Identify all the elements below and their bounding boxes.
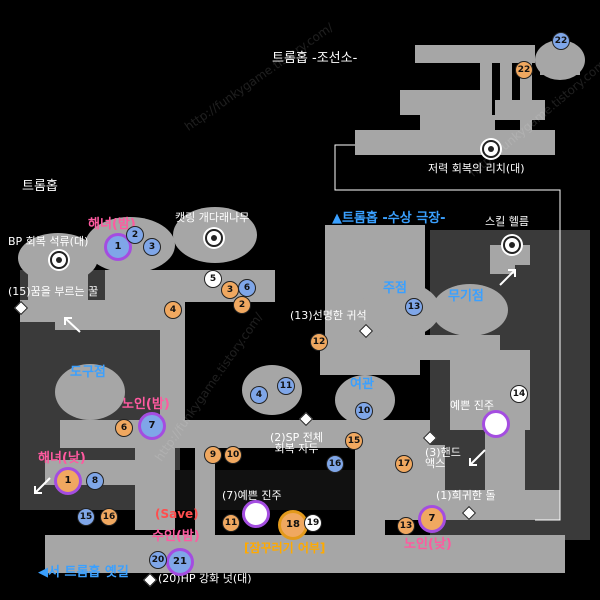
marker-20[interactable]: 20	[149, 551, 167, 569]
shop-label-tavern: 주점	[383, 281, 407, 296]
shipyard-area	[355, 40, 585, 155]
area-title-main: 트롬홉	[22, 179, 58, 194]
marker-16-blue[interactable]: 16	[326, 455, 344, 473]
marker-12[interactable]: 12	[310, 333, 328, 351]
marker-2-blue[interactable]: 2	[126, 226, 144, 244]
marker-5[interactable]: 5	[204, 270, 222, 288]
shop-label-inn: 여관	[350, 377, 374, 392]
npc-marker-1-day[interactable]: 1	[54, 467, 82, 495]
item-label-sp-fruit: (2)SP 전체 회복 자두	[270, 431, 323, 455]
marker-4-blue[interactable]: 4	[250, 386, 268, 404]
pretty-pearl-npc-marker[interactable]	[482, 410, 510, 438]
npc-label-haenyeo-day: 해녀(낮)	[38, 451, 86, 466]
shop-label-weapon: 무기점	[448, 289, 484, 304]
save-point-label: (Save)	[155, 507, 199, 521]
marker-22-orange[interactable]: 22	[515, 61, 533, 79]
marker-15-blue[interactable]: 15	[77, 508, 95, 526]
arrow-icons	[34, 269, 516, 494]
marker-3-blue[interactable]: 3	[143, 238, 161, 256]
marker-3-orange[interactable]: 3	[221, 281, 239, 299]
marker-11-blue[interactable]: 11	[277, 377, 295, 395]
item-label-catling: 캣링 개다래나무	[175, 211, 250, 224]
item-label-pretty-pearl-7: (7)예쁜 진주	[222, 489, 282, 502]
marker-8[interactable]: 8	[86, 472, 104, 490]
fisher-marker-18[interactable]: 18	[278, 510, 308, 540]
npc-label-noin-night: 노인(밤)	[122, 397, 170, 412]
npc-label-suin-night: 수인(밤)	[152, 529, 200, 544]
item-label-hand-axe: (3)핸드 액스	[425, 446, 461, 470]
npc-label-haenyeo-night: 해녀(밤)	[88, 217, 136, 232]
marker-11-orange[interactable]: 11	[222, 514, 240, 532]
scale-helm-target-icon[interactable]	[503, 236, 521, 254]
npc-label-fisher: [잠꾸러기 어부]	[244, 541, 326, 555]
marker-22-top[interactable]: 22	[552, 32, 570, 50]
marker-4-orange[interactable]: 4	[164, 301, 182, 319]
catling-target-icon[interactable]	[205, 229, 223, 247]
npc-marker-7-night[interactable]: 7	[138, 412, 166, 440]
item-label-rare-stone: (1)희귀한 돌	[436, 489, 496, 502]
shop-label-tool: 도구점	[70, 365, 106, 380]
marker-19[interactable]: 19	[304, 514, 322, 532]
marker-14[interactable]: 14	[510, 385, 528, 403]
area-link-stage[interactable]: ▲트롬홉 -수상 극장-	[332, 211, 446, 226]
pretty-pearl-7-npc-marker[interactable]	[242, 500, 270, 528]
npc-label-noin-day: 노인(낮)	[404, 537, 452, 552]
item-label-scale-helm: 스킬 헬름	[485, 215, 529, 228]
marker-9[interactable]: 9	[204, 446, 222, 464]
marker-6-blue[interactable]: 6	[238, 279, 256, 297]
area-title-shipyard: 트롬홉 -조선소-	[272, 51, 358, 66]
item-label-power-lychee: 저력 회복의 리치(대)	[428, 162, 525, 175]
item-label-dream-honey: (15)꿈을 부르는 꿀	[8, 285, 99, 298]
marker-17[interactable]: 17	[395, 455, 413, 473]
marker-10-orange[interactable]: 10	[224, 446, 242, 464]
marker-13-orange[interactable]: 13	[397, 517, 415, 535]
item-label-pretty-pearl: 예쁜 진주	[450, 399, 494, 412]
item-label-bright-trinket: (13)선명한 귀석	[290, 309, 367, 322]
marker-2-orange[interactable]: 2	[233, 296, 251, 314]
route-line	[334, 144, 561, 521]
exit-west-link[interactable]: ◀서 트롬홉 옛길	[38, 565, 129, 580]
power-lychee-target-icon[interactable]	[482, 140, 500, 158]
marker-10-blue[interactable]: 10	[355, 402, 373, 420]
npc-marker-7-day[interactable]: 7	[418, 505, 446, 533]
marker-6-orange[interactable]: 6	[115, 419, 133, 437]
npc-marker-21-night[interactable]: 21	[166, 548, 194, 576]
marker-13[interactable]: 13	[405, 298, 423, 316]
marker-15-orange[interactable]: 15	[345, 432, 363, 450]
marker-16-orange[interactable]: 16	[100, 508, 118, 526]
bp-stone-target-icon[interactable]	[50, 251, 68, 269]
item-label-hp-nut: (20)HP 강화 넛(대)	[158, 572, 252, 585]
item-label-bp-stone: BP 회복 석류(대)	[8, 235, 89, 248]
